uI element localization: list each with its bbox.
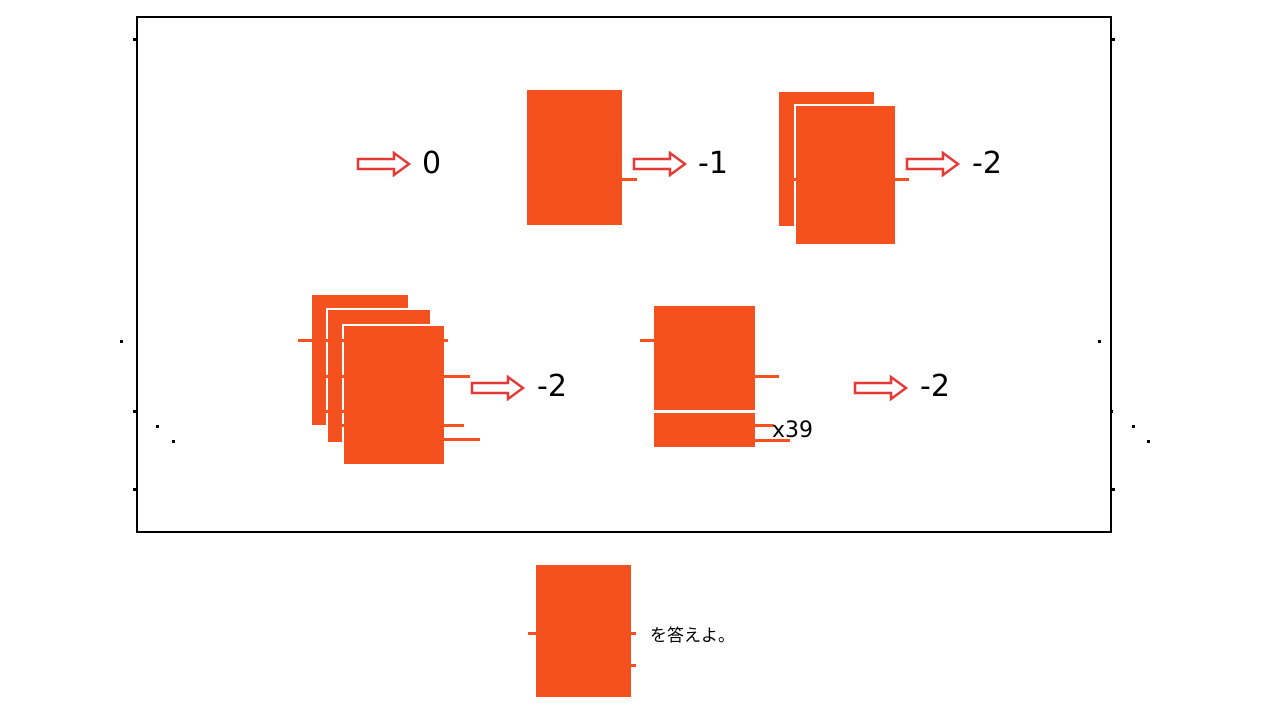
question-text: を答えよ。 (650, 626, 735, 646)
block-edge (779, 178, 909, 181)
right-arrow-icon (905, 151, 961, 177)
block (527, 90, 622, 225)
right-arrow-icon (356, 151, 412, 177)
side-mark (1132, 425, 1135, 428)
frame-tick (1112, 488, 1115, 491)
block-edge (536, 664, 636, 667)
diagram-frame (133, 16, 1115, 533)
result-value: -2 (920, 369, 950, 404)
block-edge (298, 339, 448, 342)
block-edge (312, 375, 470, 378)
side-mark (120, 340, 123, 343)
block (794, 104, 897, 246)
block (342, 324, 446, 466)
block-edge (640, 339, 755, 342)
frame-tick (133, 488, 136, 491)
block-edge (356, 438, 480, 441)
result-value: -1 (698, 146, 728, 181)
block-edge (654, 424, 774, 427)
question-block (536, 565, 631, 697)
block-edge (690, 439, 790, 442)
side-mark (156, 425, 159, 428)
side-mark (1147, 440, 1150, 443)
side-mark (133, 410, 136, 413)
block-edge (330, 424, 464, 427)
block-edge (528, 632, 636, 635)
block-edge (654, 375, 779, 378)
right-arrow-icon (853, 375, 909, 401)
frame-tick (1112, 38, 1115, 41)
result-value: -2 (537, 369, 567, 404)
frame-tick (133, 38, 136, 41)
block-edge (312, 410, 442, 413)
side-mark (1110, 410, 1113, 413)
right-arrow-icon (470, 375, 526, 401)
side-mark (172, 440, 175, 443)
block-edge (527, 178, 637, 181)
block-edge (654, 410, 774, 413)
right-arrow-icon (632, 151, 688, 177)
multiplier-label: x39 (772, 418, 814, 443)
side-mark (1098, 340, 1101, 343)
result-value: -2 (972, 146, 1002, 181)
result-value: 0 (422, 146, 442, 181)
